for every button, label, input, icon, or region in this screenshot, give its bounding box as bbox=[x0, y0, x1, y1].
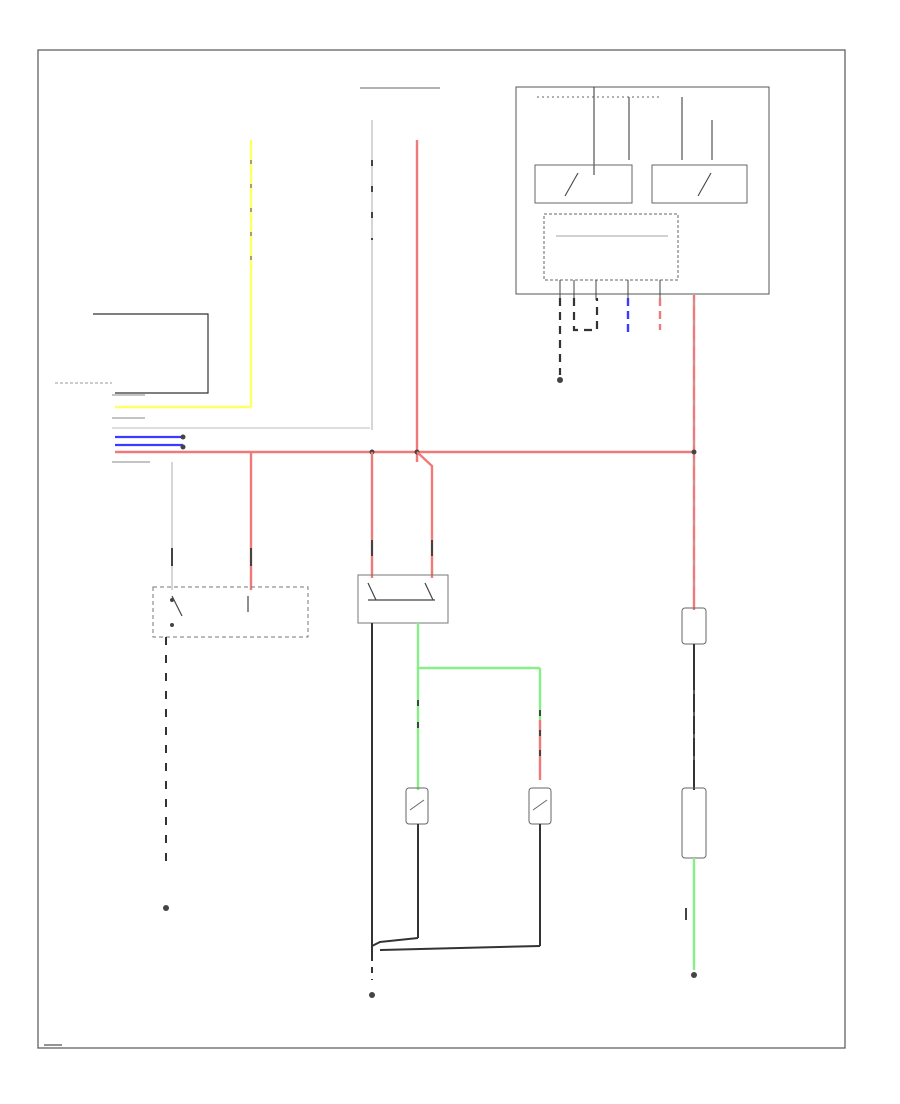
relay-box-left bbox=[534, 164, 633, 204]
wire-red-center-right bbox=[416, 451, 434, 578]
diagram-frame bbox=[37, 49, 846, 1049]
switch-symbol-icon bbox=[367, 582, 377, 601]
relay-right-contact bbox=[697, 172, 712, 197]
wire-black-join bbox=[371, 937, 541, 951]
switch-contact bbox=[170, 598, 174, 602]
right-lamp-body bbox=[528, 787, 552, 825]
stop-lamp-switch-box bbox=[152, 586, 309, 638]
junction-dot bbox=[180, 444, 186, 450]
ground-symbol-icon bbox=[557, 377, 563, 383]
ipdm-module-box bbox=[515, 86, 770, 295]
switch-contact bbox=[170, 623, 174, 627]
left-module-pins bbox=[112, 394, 370, 463]
right-connector-module bbox=[681, 607, 707, 645]
lamp-filament bbox=[532, 799, 548, 811]
ground-symbol-icon bbox=[691, 972, 697, 978]
relay-box-right bbox=[651, 164, 748, 204]
switch-symbol-icon bbox=[424, 582, 434, 601]
relay-left-contact bbox=[564, 172, 579, 197]
ipdm-module bbox=[515, 86, 770, 300]
lamp-symbol-icon bbox=[405, 787, 429, 825]
center-switch bbox=[357, 574, 449, 624]
wire-ipdm-ground bbox=[558, 298, 599, 375]
ipdm-cpu-block bbox=[543, 213, 679, 281]
stop-lamp-switch bbox=[152, 586, 309, 638]
center-switch-box bbox=[357, 574, 449, 624]
lamp-filament bbox=[409, 799, 425, 811]
left-lamp-body bbox=[405, 787, 429, 825]
ground-symbol-icon bbox=[163, 905, 169, 911]
right-sensor-module bbox=[681, 787, 707, 859]
lamp-symbol-icon bbox=[528, 787, 552, 825]
module-connector-bracket bbox=[93, 313, 209, 394]
junction-dot bbox=[691, 449, 697, 455]
junction-dot bbox=[180, 434, 186, 440]
ground-symbol-icon bbox=[369, 992, 375, 998]
